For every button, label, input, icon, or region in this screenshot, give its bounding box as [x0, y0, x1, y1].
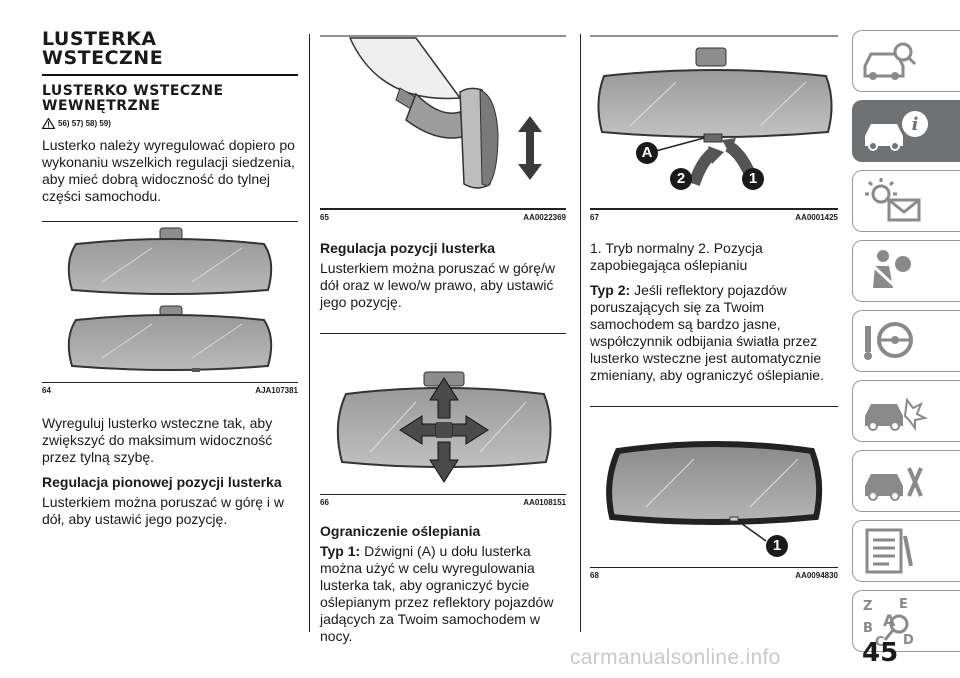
mirror-mount-illustration — [320, 35, 566, 189]
figure-68-caption: 68 AA0094830 — [590, 571, 838, 580]
column-divider-2 — [580, 34, 581, 632]
type2-label: Typ 2: — [590, 282, 631, 298]
mirror-pair-illustration — [67, 227, 273, 372]
callout-a-label: A — [641, 144, 653, 161]
type1-text: Dźwigni (A) u dołu lusterka można użyć w… — [320, 543, 554, 644]
svg-text:A: A — [883, 611, 896, 630]
intro-paragraph: Lusterko należy wyregulować dopiero po w… — [42, 137, 295, 204]
type1-paragraph: Typ 1: Dźwigni (A) u dołu lusterka można… — [320, 543, 566, 645]
type2-paragraph: Typ 2: Jeśli reflektory pojazdów porusza… — [590, 282, 838, 384]
subsection-title-line1: LUSTERKO WSTECZNE — [42, 83, 224, 99]
tab-car-crash[interactable] — [852, 380, 960, 442]
figure-code: AA0001425 — [795, 213, 838, 222]
warning-refs: 56) 57) 58) 59) — [42, 118, 298, 129]
column-3: A 2 1 67 AA0001425 1. Tryb normalny 2. P… — [590, 30, 838, 580]
warning-lights-icon — [865, 178, 921, 222]
tab-car-search[interactable] — [852, 30, 960, 92]
section-title-line1: LUSTERKA — [42, 28, 157, 50]
car-service-icon — [865, 467, 923, 501]
callout-1-label: 1 — [772, 537, 782, 554]
figure-number: 66 — [320, 498, 329, 507]
column-1: LUSTERKA WSTECZNE LUSTERKO WSTECZNE WEWN… — [42, 30, 298, 528]
tab-warning-lights[interactable] — [852, 170, 960, 232]
callout-2: 2 — [670, 168, 692, 190]
tab-car-service[interactable] — [852, 450, 960, 512]
adjust-paragraph: Wyreguluj lusterko wsteczne tak, aby zwi… — [42, 415, 273, 465]
index-abc-icon: Z E BC DA — [863, 597, 914, 650]
svg-text:Z: Z — [863, 599, 872, 614]
column-2: 65 AA0022369 Regulacja pozycji lusterka … — [320, 30, 566, 645]
figure-code: AA0022369 — [523, 213, 566, 222]
vertical-adjust-heading: Regulacja pionowej pozycji lusterka — [42, 474, 282, 490]
figure-code: AJA107381 — [255, 386, 298, 395]
position-adjust-paragraph: Lusterkiem można poruszać w górę/w dół o… — [320, 260, 555, 310]
watermark: carmanualsonline.info — [570, 646, 781, 669]
mirror-lever-illustration — [590, 35, 838, 186]
figure-number: 68 — [590, 571, 599, 580]
anti-glare-heading: Ograniczenie oślepiania — [320, 523, 481, 539]
page-number: 45 — [862, 638, 899, 668]
figure-65 — [320, 34, 566, 209]
car-search-icon — [863, 42, 917, 80]
figure-66 — [320, 333, 566, 495]
callout-1: 1 — [766, 535, 788, 557]
figure-code: AA0108151 — [523, 498, 566, 507]
svg-text:C: C — [875, 635, 885, 650]
airbag-seatbelt-icon — [869, 250, 911, 292]
figure-67-caption: 67 AA0001425 — [590, 209, 838, 222]
figure-68: 1 — [590, 406, 838, 568]
car-crash-icon — [865, 397, 929, 431]
type2-text: Jeśli reflektory pojazdów poruszających … — [590, 282, 824, 383]
tab-checklist[interactable] — [852, 520, 960, 582]
tab-airbag-seatbelt[interactable] — [852, 240, 960, 302]
tab-car-info[interactable]: i — [852, 100, 960, 162]
figure-64-caption: 64 AJA107381 — [42, 386, 298, 395]
steering-key-icon — [864, 322, 913, 360]
figure-number: 67 — [590, 213, 599, 222]
figure-number: 64 — [42, 386, 51, 395]
mirror-arrows-illustration — [336, 371, 552, 483]
car-info-icon: i — [865, 111, 928, 151]
position-adjust-heading: Regulacja pozycji lusterka — [320, 240, 496, 256]
figure-67: A 2 1 — [590, 34, 838, 209]
subsection-title-line2: WEWNĘTRZNE — [42, 98, 161, 114]
type1-label: Typ 1: — [320, 543, 361, 559]
figure-65-caption: 65 AA0022369 — [320, 209, 566, 222]
figure-66-caption: 66 AA0108151 — [320, 498, 566, 507]
callout-1: 1 — [742, 168, 764, 190]
figure-64 — [42, 221, 298, 383]
vertical-adjust-paragraph: Lusterkiem można poruszać w górę i w dół… — [42, 494, 284, 527]
tab-steering-key[interactable] — [852, 310, 960, 372]
svg-text:D: D — [903, 633, 914, 648]
svg-text:B: B — [863, 621, 873, 636]
warning-refs-text: 56) 57) 58) 59) — [58, 119, 111, 128]
callout-1-label: 1 — [748, 170, 758, 187]
svg-text:i: i — [912, 114, 919, 135]
warning-triangle-icon — [42, 118, 55, 129]
callout-a: A — [636, 142, 658, 164]
checklist-icon — [865, 528, 913, 574]
title-rule — [42, 74, 298, 76]
svg-text:E: E — [899, 597, 908, 612]
modes-paragraph: 1. Tryb normalny 2. Pozycja zapobiegając… — [590, 240, 763, 273]
column-divider-1 — [309, 34, 310, 632]
figure-code: AA0094830 — [795, 571, 838, 580]
figure-number: 65 — [320, 213, 329, 222]
callout-2-label: 2 — [676, 170, 686, 187]
auto-dimming-mirror-illustration — [606, 441, 823, 542]
section-title-line2: WSTECZNE — [42, 47, 164, 69]
